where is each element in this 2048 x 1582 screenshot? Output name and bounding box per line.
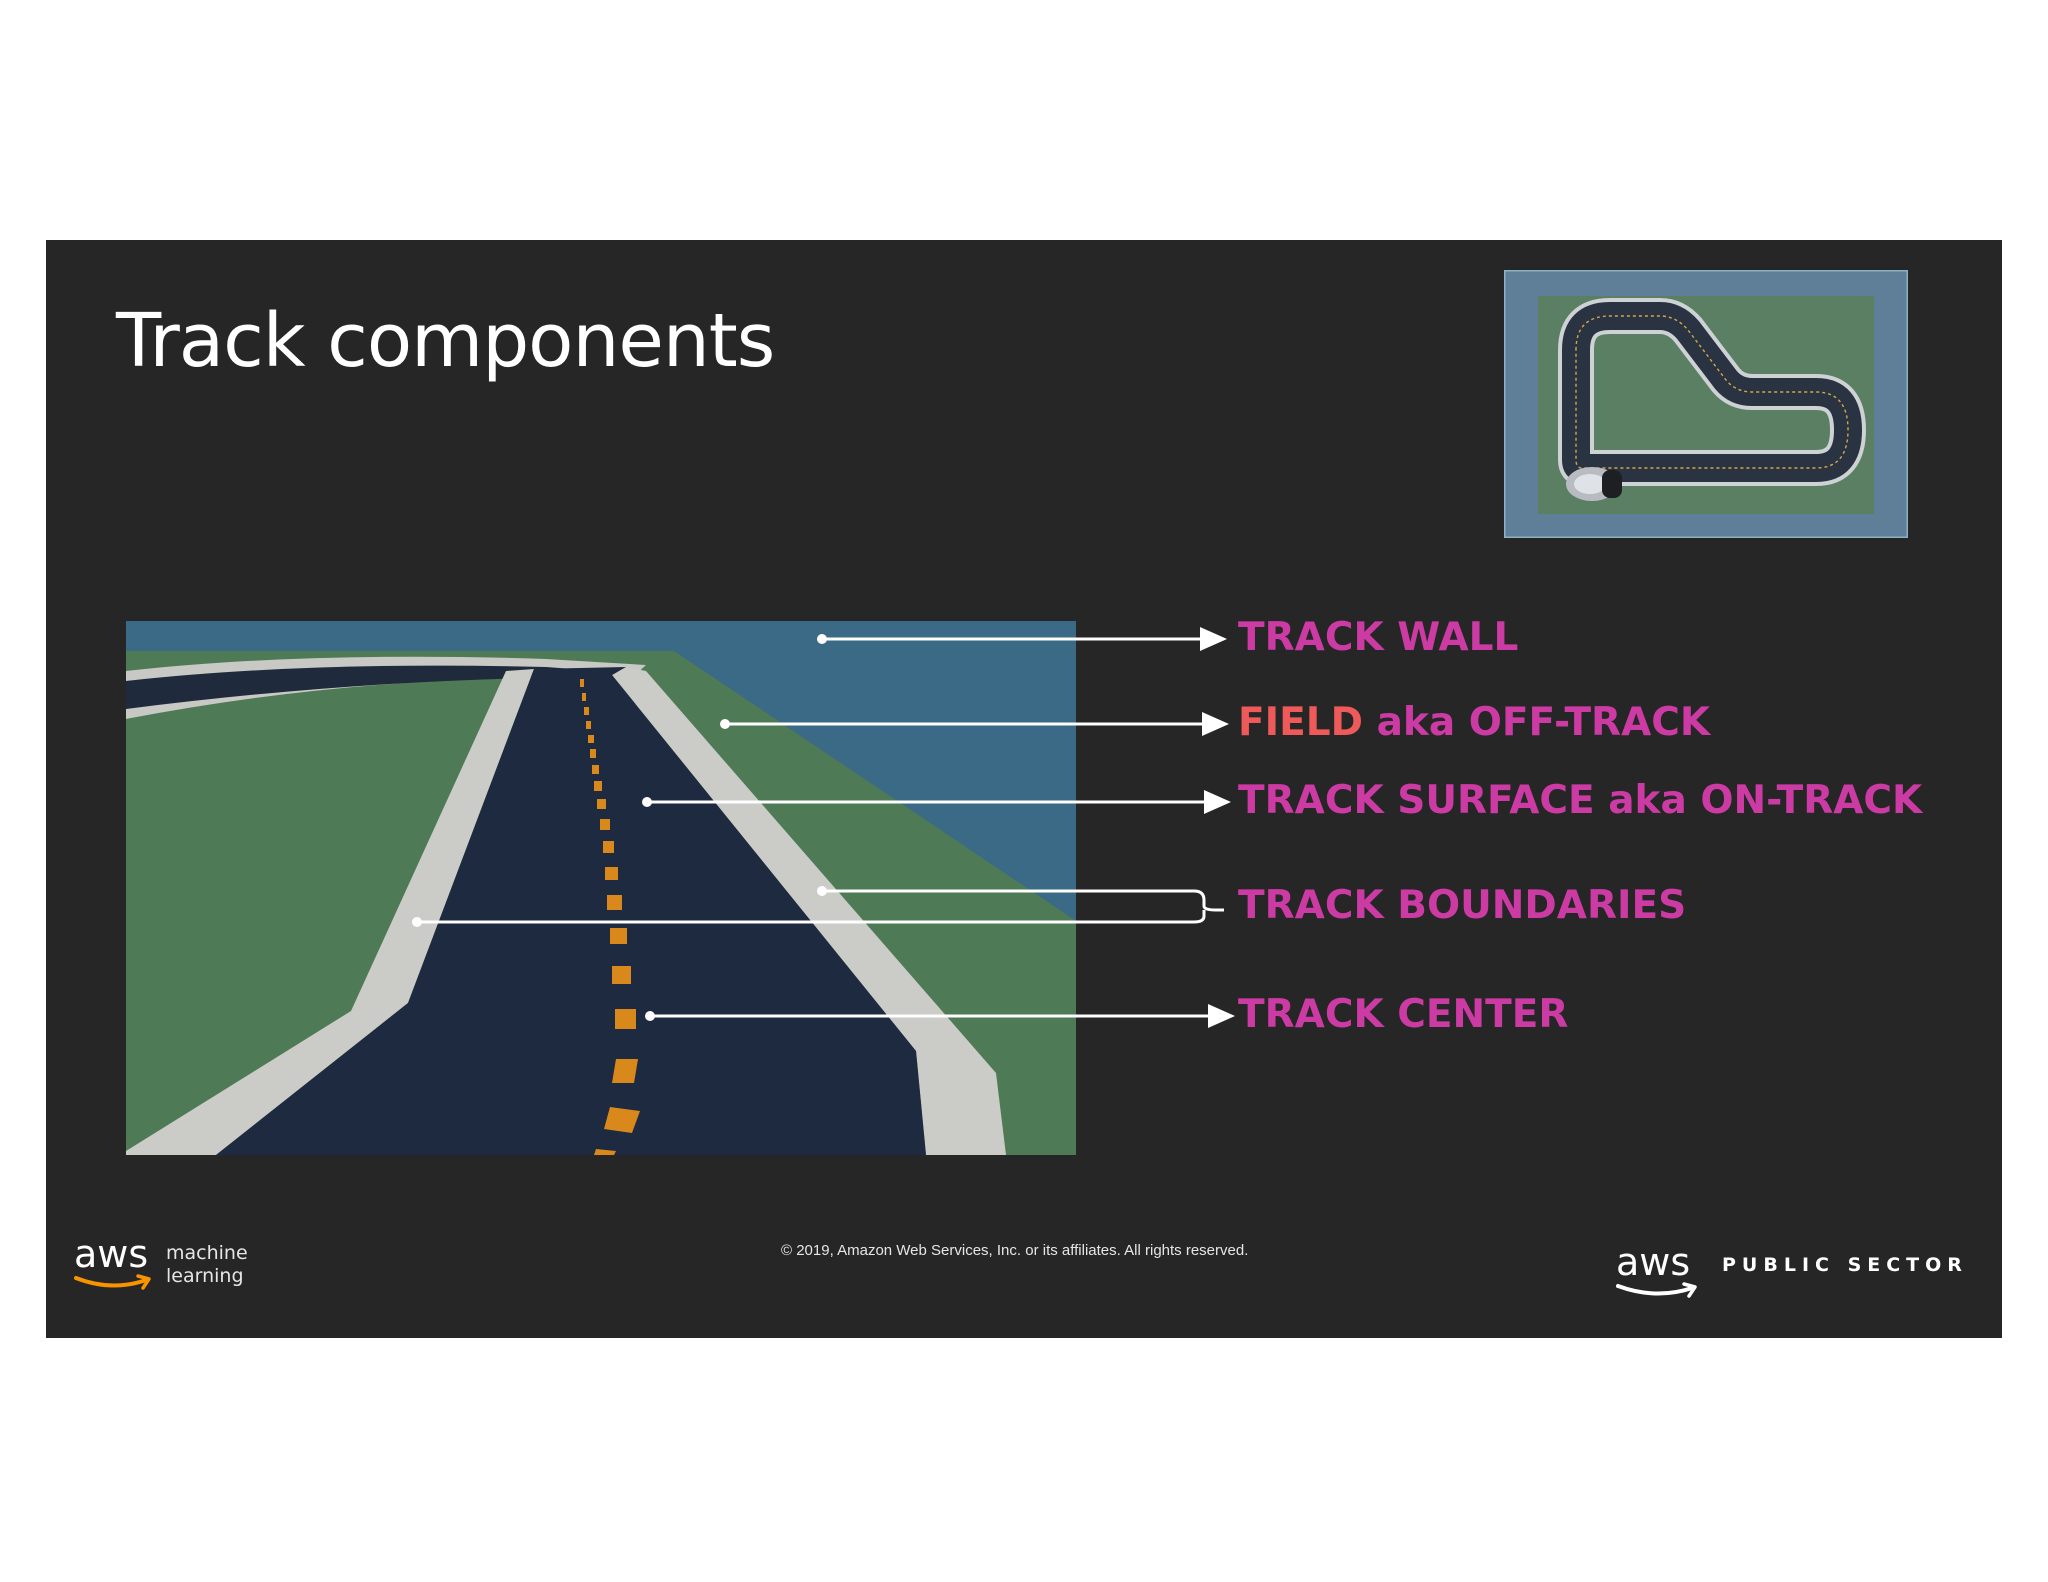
boundary-bracket [1193,889,1224,924]
aws-machine-learning-logo: aws machine learning [74,1232,274,1296]
callout-track-wall: TRACK WALL [1238,615,1519,660]
callout-track-surface: TRACK SURFACE aka ON-TRACK [1238,778,1923,823]
callout-track-boundaries: TRACK BOUNDARIES [1238,883,1687,928]
slide: Track components [46,240,2002,1338]
center-line [580,679,640,1155]
callout-field-highlight: FIELD [1238,700,1364,745]
callout-field-rest: aka OFF-TRACK [1363,700,1711,745]
track-closeup-image [126,621,1076,1155]
aws-wordmark: aws [1616,1240,1691,1284]
logo-product-name: PUBLIC SECTOR [1722,1254,1968,1276]
aws-smile-icon [74,1274,151,1290]
logo-product-name: machine learning [166,1242,248,1287]
aws-wordmark: aws [74,1232,149,1276]
copyright-text: © 2019, Amazon Web Services, Inc. or its… [781,1242,1249,1259]
aws-public-sector-logo: aws PUBLIC SECTOR [1616,1240,1976,1304]
callout-track-center: TRACK CENTER [1238,992,1569,1037]
callout-field: FIELD aka OFF-TRACK [1238,700,1710,745]
track-overview-image [1504,270,1908,538]
aws-smile-icon [1616,1282,1697,1298]
car-icon [1566,467,1622,501]
slide-title: Track components [116,298,775,384]
